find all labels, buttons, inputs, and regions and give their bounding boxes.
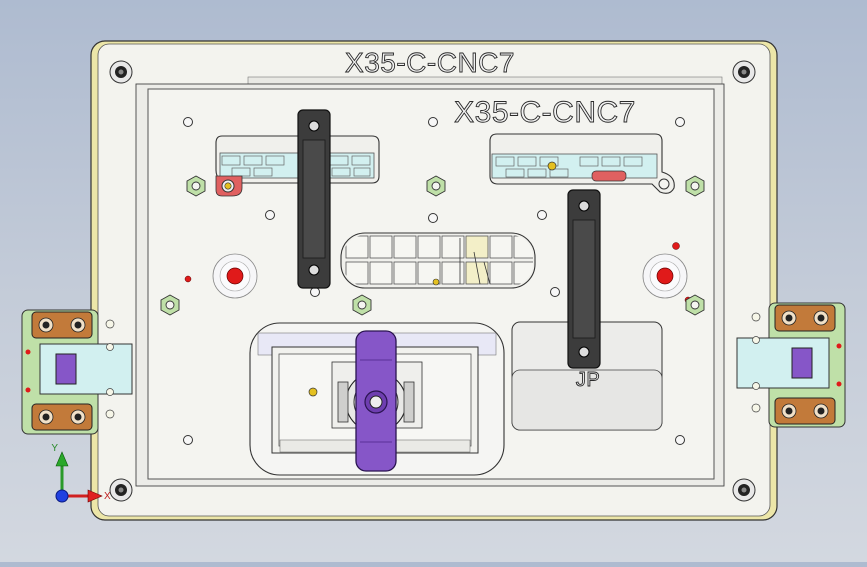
hex-standoffs <box>160 175 705 316</box>
locating-pin-right <box>642 253 688 299</box>
cavity-upper-right[interactable] <box>489 133 675 194</box>
toggle-clamp-left[interactable] <box>297 109 331 289</box>
toggle-clamp-right[interactable] <box>567 189 601 369</box>
triad-x-label: X <box>104 491 111 502</box>
corner-screw-top-right <box>732 60 756 84</box>
purple-clamp-handle[interactable] <box>355 330 397 472</box>
locating-pin-left <box>212 253 258 299</box>
coordinate-triad <box>55 451 103 503</box>
plate-marking: JP <box>576 369 600 391</box>
outer-part-label: X35-C-CNC7 <box>345 47 515 78</box>
cavity-center-grid[interactable] <box>340 232 536 289</box>
side-bracket-left[interactable] <box>21 309 133 435</box>
corner-screw-top-left <box>109 60 133 84</box>
corner-screw-bottom-right <box>732 478 756 502</box>
pocket-lower-right[interactable] <box>511 321 663 431</box>
corner-screw-bottom-left <box>109 478 133 502</box>
triad-y-label: Y <box>51 443 58 454</box>
side-bracket-right[interactable] <box>736 302 846 428</box>
mounting-holes <box>183 117 685 445</box>
inner-part-label: X35-C-CNC7 <box>454 96 636 129</box>
